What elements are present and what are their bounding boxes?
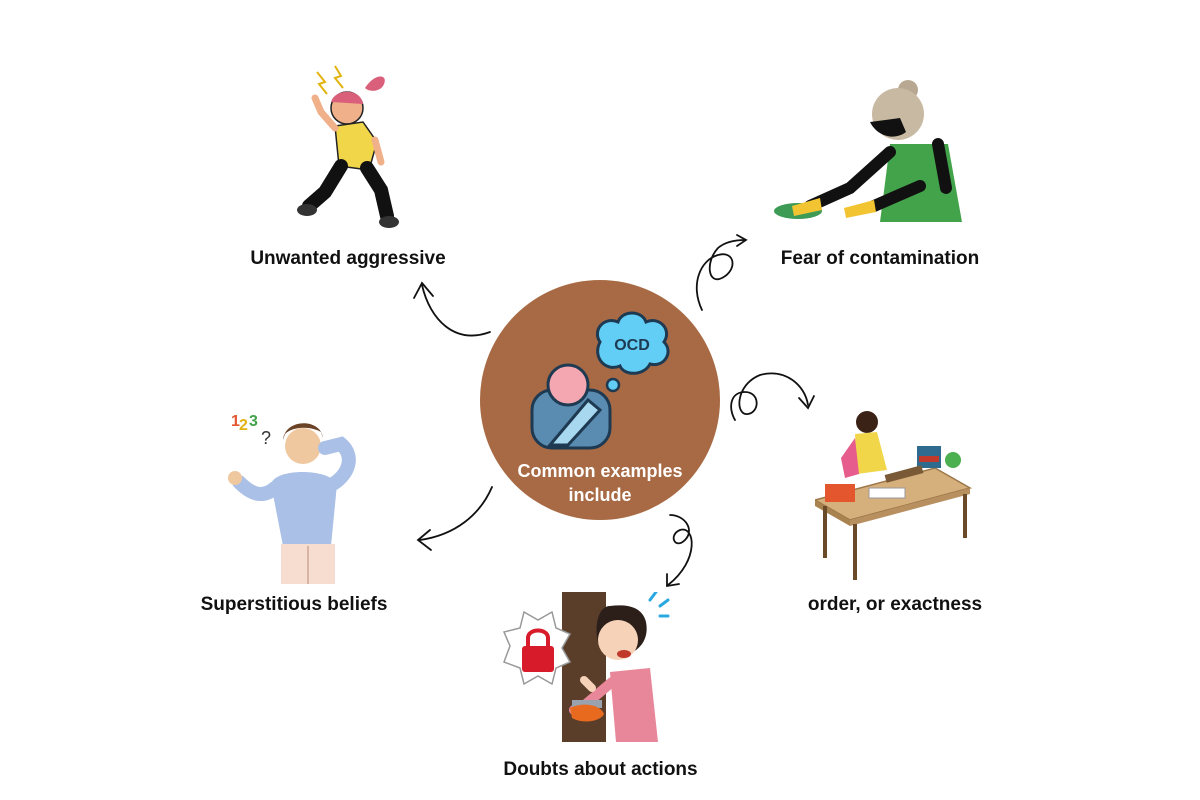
arrow-head-superstitious <box>416 529 432 551</box>
label-order-or-exactness: order, or exactness <box>807 594 983 615</box>
svg-text:3: 3 <box>249 413 258 430</box>
arrow-head-aggressive <box>413 281 434 299</box>
confused-man-icon: 1 2 3 ? <box>228 413 356 584</box>
arrow-to-aggressive <box>421 284 491 337</box>
label-superstitious-beliefs: Superstitious beliefs <box>200 594 388 615</box>
svg-text:?: ? <box>261 428 271 448</box>
lock-checking-icon <box>502 592 670 742</box>
cleaning-woman-icon <box>774 80 962 222</box>
center-caption-line2: include <box>568 485 632 505</box>
center-caption-line1: Common examples <box>517 461 683 481</box>
arrow-to-contamination <box>695 239 746 311</box>
arrow-to-superstitious <box>419 486 493 541</box>
ocd-person-icon <box>530 363 621 450</box>
ocd-badge-text: OCD <box>614 337 650 354</box>
arrow-to-order <box>730 372 809 421</box>
svg-text:1: 1 <box>231 413 240 430</box>
label-fear-of-contamination: Fear of contamination <box>780 248 980 269</box>
arrow-to-doubts <box>667 514 693 586</box>
label-doubts-about-actions: Doubts about actions <box>503 759 698 780</box>
organized-desk-icon <box>815 411 972 580</box>
arrow-head-contamination <box>736 234 748 247</box>
arrow-head-order <box>798 395 815 410</box>
ocd-thought-cloud-icon: OCD <box>595 311 670 375</box>
angry-runner-icon <box>297 65 399 228</box>
svg-text:2: 2 <box>239 417 248 434</box>
label-unwanted-aggressive: Unwanted aggressive <box>250 248 446 269</box>
center-circle: OCD <box>480 280 720 520</box>
center-caption: Common examples include <box>490 459 710 507</box>
arrow-head-doubts <box>666 573 680 588</box>
